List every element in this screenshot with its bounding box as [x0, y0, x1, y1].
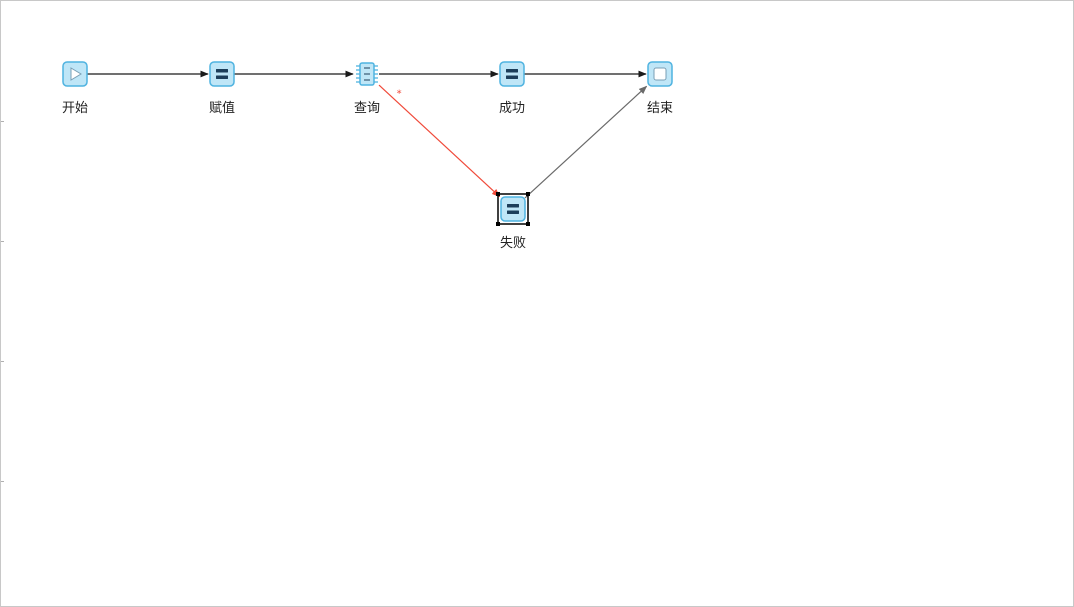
selection-outline — [497, 193, 529, 225]
edge-condition-marker: * — [397, 89, 402, 100]
edge-fail-to-end[interactable] — [524, 85, 648, 199]
node-query[interactable]: 查询 — [354, 62, 380, 116]
assign-equals-icon — [499, 61, 525, 87]
end-stop-icon — [647, 61, 673, 87]
ruler-tick — [1, 121, 4, 122]
node-label: 赋值 — [209, 100, 235, 116]
ruler-tick — [1, 481, 4, 482]
query-chip-icon — [356, 62, 378, 86]
edge-query-to-fail[interactable] — [378, 84, 501, 198]
resize-handle[interactable] — [496, 222, 500, 226]
node-label: 查询 — [354, 101, 380, 116]
node-success[interactable]: 成功 — [499, 61, 525, 116]
node-assign[interactable]: 赋值 — [209, 61, 235, 116]
node-label: 失败 — [500, 236, 526, 251]
node-label: 结束 — [647, 101, 673, 116]
node-end[interactable]: 结束 — [647, 61, 673, 116]
edges-layer: * — [87, 70, 648, 199]
node-start[interactable]: 开始 — [62, 61, 88, 116]
resize-handle[interactable] — [496, 192, 500, 196]
node-fail[interactable]: 失败 — [496, 192, 530, 251]
assign-equals-icon — [500, 196, 526, 222]
resize-handle[interactable] — [526, 192, 530, 196]
assign-equals-icon — [209, 61, 235, 87]
ruler-tick — [1, 361, 4, 362]
resize-handle[interactable] — [526, 222, 530, 226]
ruler-tick — [1, 241, 4, 242]
start-play-icon — [62, 61, 88, 87]
node-label: 开始 — [62, 101, 88, 116]
node-label: 成功 — [499, 101, 525, 116]
